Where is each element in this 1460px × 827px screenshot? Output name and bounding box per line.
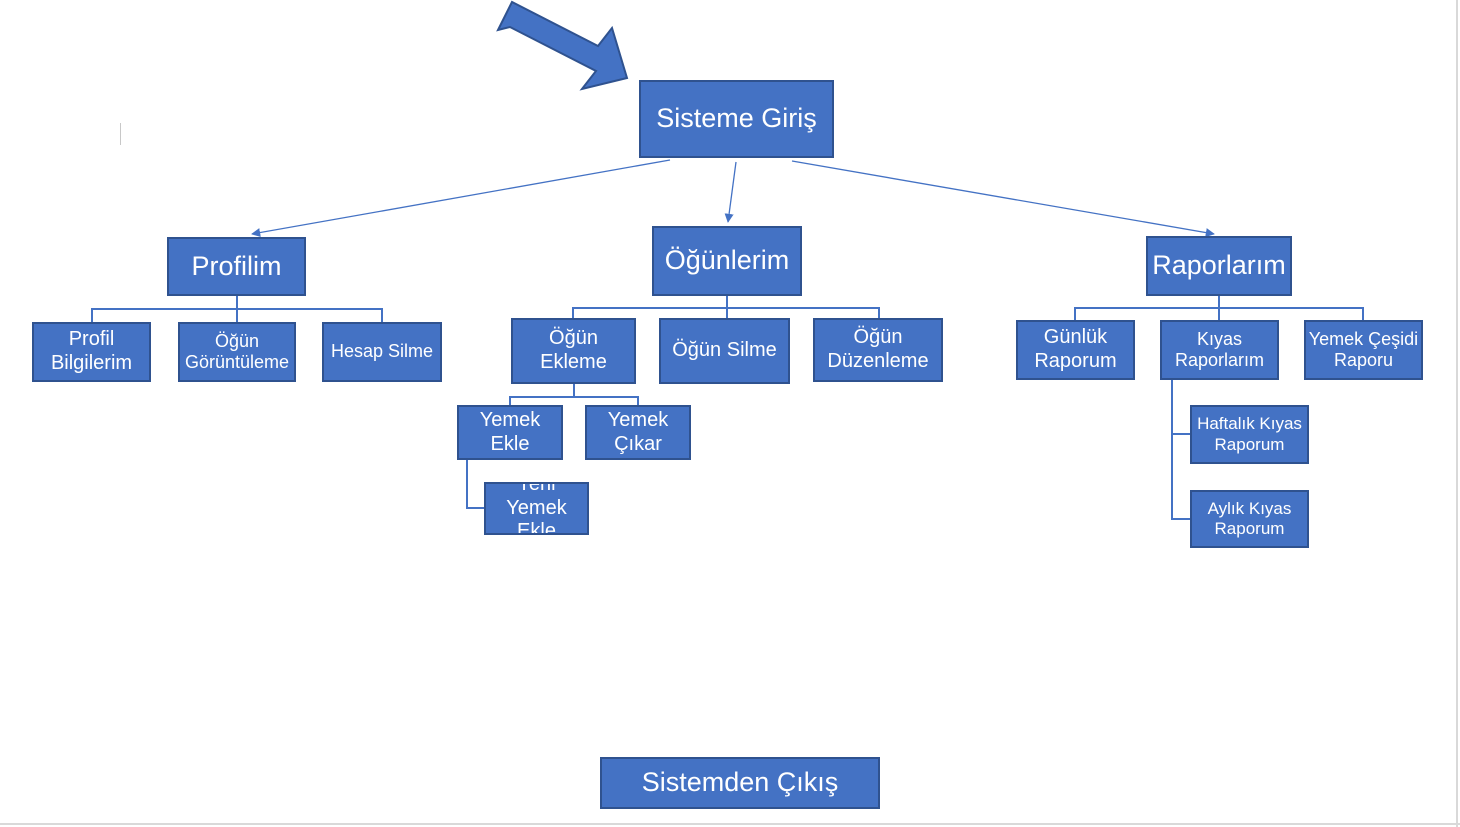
user-block-arrow	[496, 0, 629, 91]
node-compare-reports[interactable]: Kıyas Raporlarım	[1160, 320, 1279, 380]
node-logout[interactable]: Sistemden Çıkış	[600, 757, 880, 809]
node-monthly-compare[interactable]: Aylık Kıyas Raporum	[1190, 490, 1309, 548]
connector-meals-children	[572, 296, 880, 318]
connector-login-meals	[724, 161, 737, 223]
node-delete-account[interactable]: Hesap Silme	[322, 322, 442, 382]
node-meal-view[interactable]: Öğün Görüntüleme	[178, 322, 296, 382]
page-edge-bottom	[0, 823, 1460, 825]
node-meals[interactable]: Öğünlerim	[652, 226, 802, 296]
node-food-type-report[interactable]: Yemek Çeşidi Raporu	[1304, 320, 1423, 380]
connector-profile-children	[91, 296, 383, 322]
node-daily-report[interactable]: Günlük Raporum	[1016, 320, 1135, 380]
page-edge-right	[1456, 0, 1458, 827]
node-food-remove[interactable]: Yemek Çıkar	[585, 405, 691, 460]
node-login[interactable]: Sisteme Giriş	[639, 80, 834, 158]
node-meal-add[interactable]: Öğün Ekleme	[511, 318, 636, 384]
text-cursor-mark	[120, 123, 121, 145]
connector-compare-children	[1171, 380, 1190, 520]
node-meal-edit[interactable]: Öğün Düzenleme	[813, 318, 943, 382]
connector-login-reports	[791, 160, 1215, 238]
node-new-food-add[interactable]: Yeni Yemek Ekle	[484, 482, 589, 535]
node-reports[interactable]: Raporlarım	[1146, 236, 1292, 296]
connector-login-profile	[251, 159, 671, 238]
connector-meal-add-children	[509, 384, 639, 405]
node-food-add[interactable]: Yemek Ekle	[457, 405, 563, 460]
node-profile-info[interactable]: Profil Bilgilerim	[32, 322, 151, 382]
node-weekly-compare[interactable]: Haftalık Kıyas Raporum	[1190, 405, 1309, 464]
connector-food-add-new	[466, 460, 484, 509]
node-meal-delete[interactable]: Öğün Silme	[659, 318, 790, 384]
connector-reports-children	[1074, 296, 1364, 320]
node-profile[interactable]: Profilim	[167, 237, 306, 296]
